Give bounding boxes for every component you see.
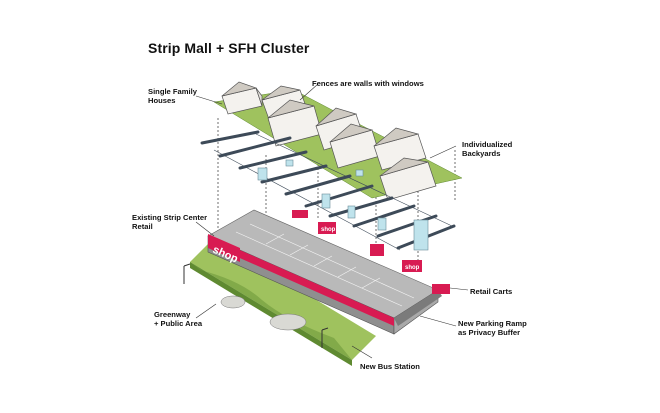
label-parking-ramp: New Parking Ramp as Privacy Buffer xyxy=(458,319,527,337)
sfh-layer xyxy=(214,82,462,200)
retail-cart xyxy=(432,284,450,294)
plaza-circle xyxy=(270,314,306,330)
label-retail-carts: Retail Carts xyxy=(470,287,512,296)
cart-sign-label: shop xyxy=(405,265,420,271)
street-lamp xyxy=(184,264,190,284)
label-strip-center: Existing Strip Center Retail xyxy=(132,213,207,231)
label-greenway: Greenway + Public Area xyxy=(154,310,202,328)
retail-cart xyxy=(292,210,308,218)
retail-cart xyxy=(370,244,384,256)
label-fences: Fences are walls with windows xyxy=(312,79,424,88)
label-single-family-houses: Single Family Houses xyxy=(148,87,197,105)
cart-sign-label: shop xyxy=(321,227,336,233)
label-backyards: Individualized Backyards xyxy=(462,140,512,158)
plaza-circle xyxy=(221,296,245,308)
label-bus-station: New Bus Station xyxy=(360,362,420,371)
